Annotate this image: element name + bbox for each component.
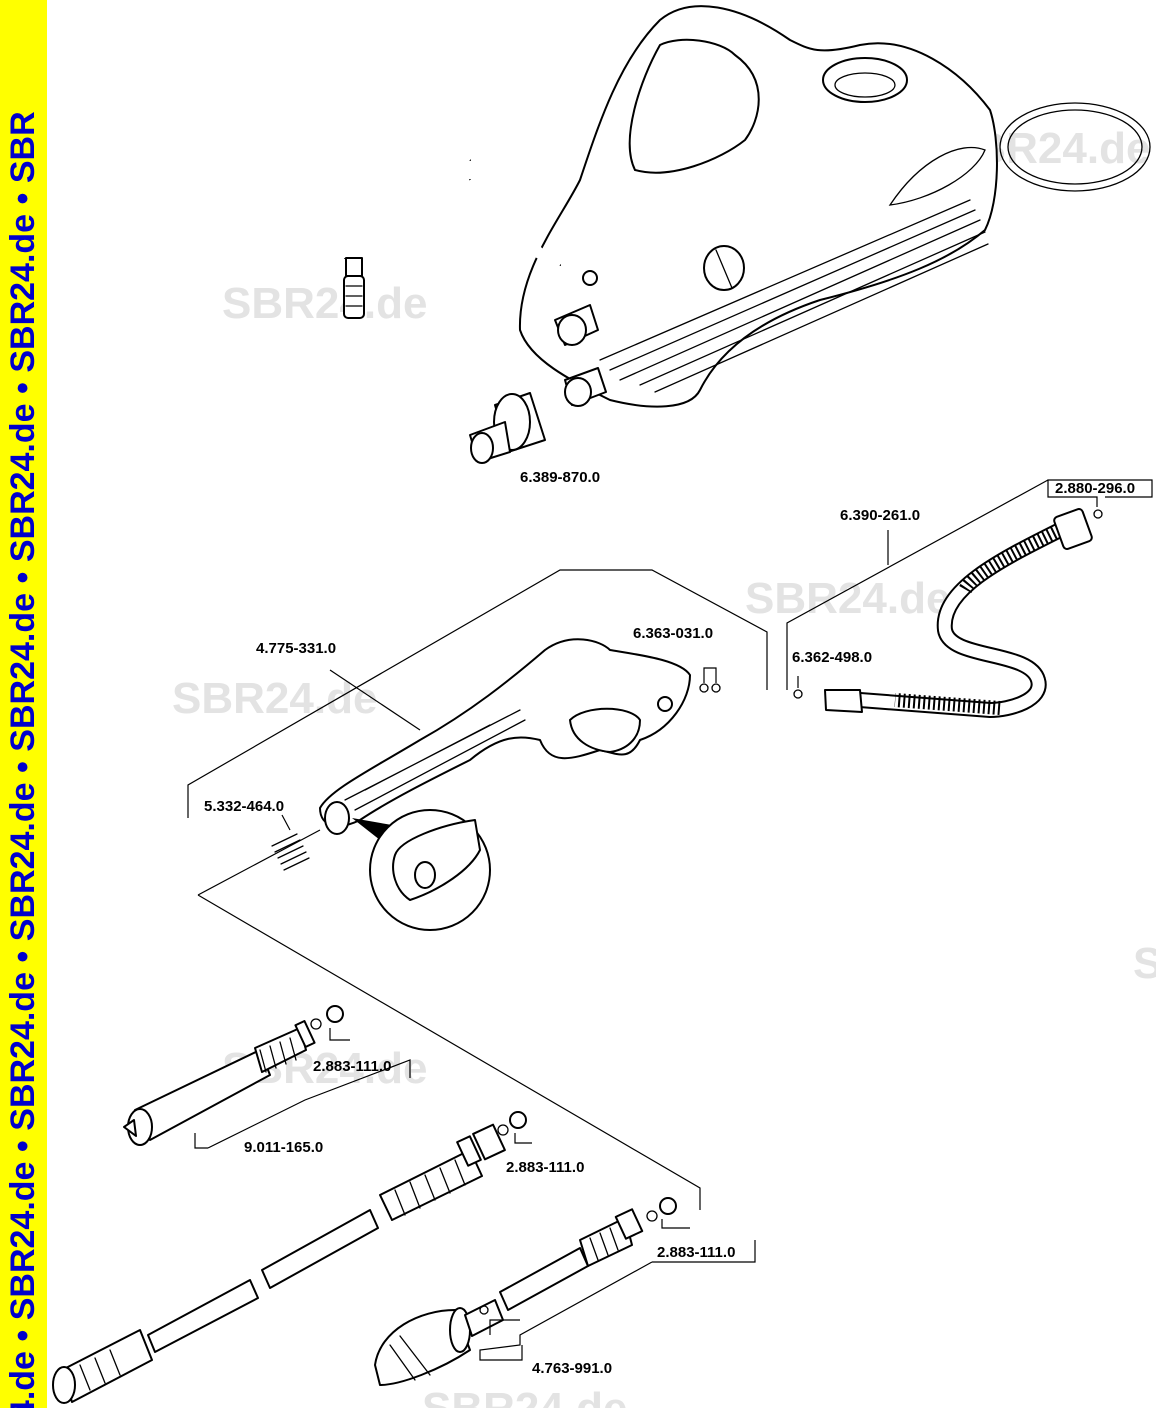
- part-number-hose-connector: 6.389-870.0: [520, 469, 600, 486]
- callout-nozzle-oring-1: [329, 1028, 350, 1041]
- hose-connector: [469, 392, 546, 464]
- callout-accessories-bracket: [197, 829, 701, 1198]
- part-number-vario-lance: 9.011-165.0: [244, 1139, 323, 1156]
- watermark-text: SBR24.de: [745, 574, 950, 623]
- high-pressure-hose: [824, 508, 1093, 719]
- callout-dirt-blaster-oring: [661, 1198, 701, 1229]
- callout-gun-oring-set: [703, 667, 717, 683]
- oring-gun-1: [699, 683, 709, 693]
- oring-hose: [1093, 509, 1103, 519]
- spray-lance: [52, 1111, 527, 1404]
- watermark-text: SBR24.de: [172, 674, 377, 723]
- part-number-gun-oring: 6.362-498.0: [792, 649, 872, 666]
- callout-lance-oring: [514, 1133, 532, 1144]
- part-number-spring: 5.332-464.0: [204, 798, 284, 815]
- watermark-text: SBR24.de: [222, 279, 427, 328]
- vario-lance: [123, 1005, 344, 1146]
- callout-dirt-blaster: [479, 1240, 756, 1361]
- oring-gun-hose: [793, 689, 803, 699]
- watermark-text: SBR24.de: [422, 1384, 627, 1408]
- gun-detail-zoom: [369, 809, 491, 931]
- dirt-blaster: [374, 1197, 677, 1386]
- oring-gun-2: [711, 683, 721, 693]
- part-number-gun: 4.775-331.0: [256, 640, 336, 657]
- callout-spring: [281, 814, 291, 831]
- part-number-lance-oring: 2.883-111.0: [506, 1159, 584, 1176]
- pressure-washer-body: [518, 5, 1151, 408]
- callout-gun-bracket: [187, 569, 768, 818]
- callout-gun: [329, 669, 421, 731]
- callout-hp-hose-bracket: [786, 479, 1049, 690]
- part-number-hp-hose: 6.390-261.0: [840, 507, 920, 524]
- part-number-dirt-blaster-oring: 2.883-111.0: [657, 1244, 735, 1261]
- part-number-hose-oring: 2.880-296.0: [1055, 480, 1135, 497]
- watermark-sidebar: 24.de • SBR24.de • SBR24.de • SBR24.de •…: [0, 0, 47, 1408]
- part-number-dirt-blaster: 4.763-991.0: [532, 1360, 612, 1377]
- callout-vario-lance: [194, 1059, 411, 1149]
- suction-hose: [340, 139, 598, 319]
- watermark-text: SBR24.de: [1133, 939, 1156, 988]
- spray-gun: [319, 638, 691, 840]
- spring: [271, 833, 310, 871]
- part-number-gun-oring-set: 6.363-031.0: [633, 625, 713, 642]
- background-watermarks: SBR24.de SBR24.de SBR24.de SBR24.de SBR2…: [172, 124, 1156, 1408]
- part-number-nozzle-oring-1: 2.883-111.0: [313, 1058, 391, 1075]
